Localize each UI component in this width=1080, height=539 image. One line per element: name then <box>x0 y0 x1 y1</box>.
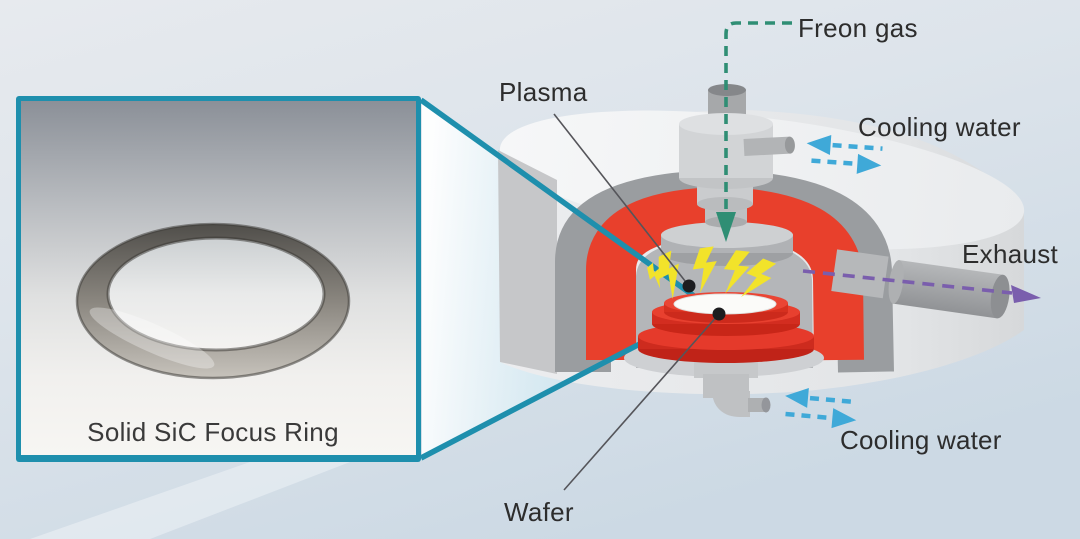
wafer-pedestal <box>638 292 814 363</box>
label-plasma: Plasma <box>499 77 588 107</box>
inset-caption: Solid SiC Focus Ring <box>87 417 339 447</box>
callout-line-top <box>419 97 703 304</box>
label-cooling-water-top: Cooling water <box>858 112 1021 142</box>
cooling-arrows-bottom-icon <box>785 387 858 429</box>
plasma-pointer-line <box>553 113 690 287</box>
cooling-outlet-pipe-bottom <box>748 398 766 412</box>
freon-gas-arrow-icon <box>716 21 792 242</box>
wafer-pointer-dot <box>712 307 726 321</box>
cooling-arrows-top-icon <box>806 134 883 174</box>
cooling-inlet-pipe-top <box>743 136 795 156</box>
label-exhaust: Exhaust <box>962 239 1059 269</box>
exhaust-pipe <box>831 249 1010 319</box>
focus-ring-inset: Solid SiC Focus Ring <box>16 96 421 462</box>
background-light-streak <box>30 462 350 539</box>
label-cooling-water-bottom: Cooling water <box>840 425 1002 455</box>
chamber-cut-face-left <box>498 150 557 374</box>
focus-ring-photo-ring <box>75 222 351 380</box>
exhaust-arrow-icon <box>802 269 1041 303</box>
label-wafer: Wafer <box>504 497 574 527</box>
plasma-pointer-dot <box>682 279 696 293</box>
label-freon-gas: Freon gas <box>798 13 918 43</box>
wafer-disc <box>673 293 777 315</box>
wafer-pointer-line <box>563 313 720 491</box>
